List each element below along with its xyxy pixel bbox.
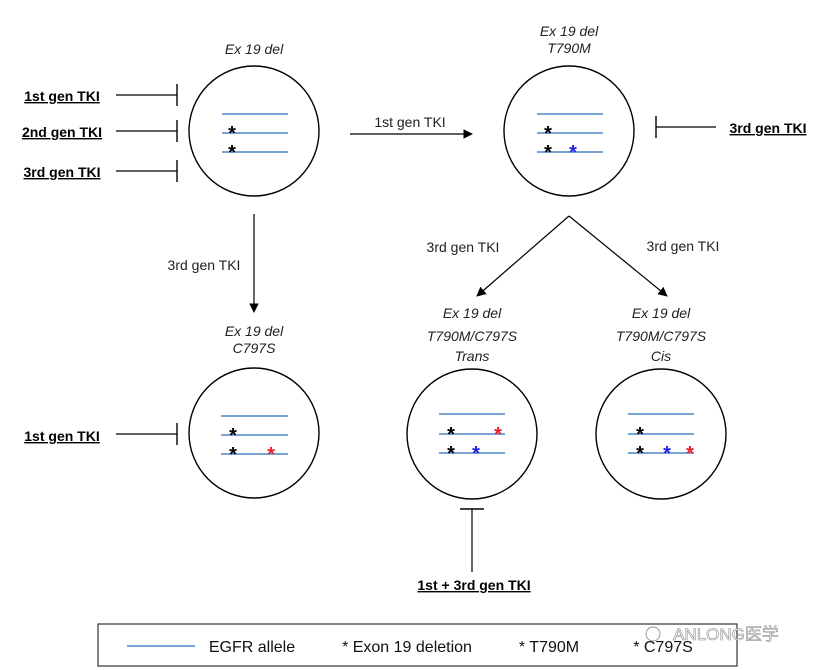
exon19-mark: *: [544, 142, 552, 164]
t790m-mark: *: [663, 443, 671, 465]
cell-top-right: [503, 65, 635, 197]
drug-label-1st-gen: 1st gen TKI: [24, 88, 99, 104]
legend-box: [97, 623, 738, 667]
cell-label-top-right-line1: Ex 19 del: [540, 23, 599, 39]
cell-bottom-mid: [406, 368, 538, 500]
exon19-mark: *: [229, 444, 237, 466]
wechat-icon: [645, 626, 661, 642]
arrow-to-bottom-mid: [476, 215, 570, 297]
legend-t790m-label: * T790M: [519, 639, 579, 656]
legend-exon19-label: * Exon 19 deletion: [342, 639, 472, 656]
t790m-mark: *: [472, 443, 480, 465]
arrow-to-bottom-right: [568, 215, 668, 297]
cell-label-bottom-right-line3: Cis: [651, 348, 671, 364]
drug-label-2nd-gen: 2nd gen TKI: [22, 124, 102, 140]
cell-bottom-right: [595, 368, 727, 500]
c797s-mark: *: [494, 424, 502, 446]
legend-allele-label: EGFR allele: [209, 639, 295, 656]
cell-label-bottom-right-line1: Ex 19 del: [632, 305, 691, 321]
exon19-mark: *: [228, 123, 236, 145]
c797s-mark: *: [686, 443, 694, 465]
exon19-mark: *: [544, 123, 552, 145]
arrow-label-to-top-right: 1st gen TKI: [374, 114, 445, 130]
exon19-mark: *: [228, 142, 236, 164]
watermark: ANLONG医学: [645, 625, 779, 644]
cell-top-left: [188, 65, 320, 197]
cell-label-bottom-right-line2: T790M/C797S: [616, 328, 707, 344]
exon19-mark: *: [447, 424, 455, 446]
cell-label-bottom-left-line2: C797S: [233, 340, 276, 356]
cell-label-bottom-mid-line3: Trans: [455, 348, 490, 364]
cell-label-bottom-left-line1: Ex 19 del: [225, 323, 284, 339]
drug-label-1st-gen-bottom: 1st gen TKI: [24, 428, 99, 444]
cell-label-top-left: Ex 19 del: [225, 41, 284, 57]
exon19-mark: *: [636, 424, 644, 446]
drug-label-3rd-gen-right: 3rd gen TKI: [729, 120, 806, 136]
cell-label-bottom-mid-line1: Ex 19 del: [443, 305, 502, 321]
legend-c797s-label: * C797S: [633, 639, 693, 656]
cell-label-bottom-mid-line2: T790M/C797S: [427, 328, 518, 344]
arrow-label-to-bottom-right: 3rd gen TKI: [647, 238, 720, 254]
t790m-mark: *: [569, 142, 577, 164]
exon19-mark: *: [229, 425, 237, 447]
drug-label-combo: 1st + 3rd gen TKI: [417, 577, 530, 593]
arrow-label-to-bottom-left: 3rd gen TKI: [168, 257, 241, 273]
exon19-mark: *: [447, 443, 455, 465]
c797s-mark: *: [267, 444, 275, 466]
arrow-label-to-bottom-mid: 3rd gen TKI: [427, 239, 500, 255]
drug-label-3rd-gen: 3rd gen TKI: [23, 164, 100, 180]
cell-bottom-left: [188, 367, 320, 499]
watermark-text: ANLONG医学: [673, 625, 779, 644]
cell-label-top-right-line2: T790M: [547, 40, 591, 56]
exon19-mark: *: [636, 443, 644, 465]
